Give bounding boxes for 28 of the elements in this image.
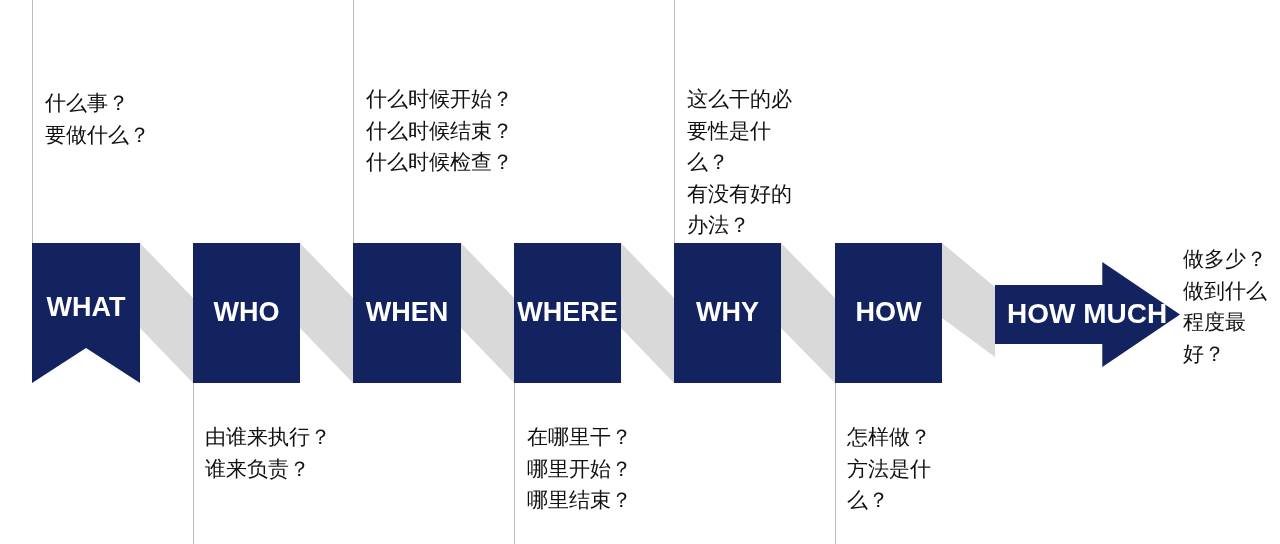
ribbon-connector <box>621 243 674 383</box>
ribbon-connector <box>942 243 995 357</box>
ribbon-connector <box>140 243 193 383</box>
question-text: 怎样做？ <box>847 424 932 451</box>
question-text: 什么时候结束？ <box>366 117 514 145</box>
question-text: 做多少？ <box>1183 246 1268 273</box>
question-text: 有没有好的办法？ <box>687 180 793 239</box>
process-box: WHEN <box>353 243 461 383</box>
question-text: 做到什么程度最好？ <box>1183 277 1268 368</box>
question-text: 什么事？ <box>45 90 130 117</box>
question-text: 什么时候检查？ <box>366 149 514 176</box>
question-text: 在哪里干？ <box>527 424 633 451</box>
ribbon-connector <box>461 243 514 383</box>
question-text: 方法是什么？ <box>847 455 932 514</box>
process-box: WHO <box>193 243 300 383</box>
question-text: 哪里开始？ <box>527 455 633 483</box>
question-text: 由谁来执行？ <box>205 424 332 451</box>
question-text: 要做什么？ <box>45 121 151 149</box>
process-box: WHERE <box>514 243 621 383</box>
question-text: 谁来负责？ <box>205 455 311 483</box>
bookmark-box: WHAT <box>32 243 140 383</box>
ribbon-connector <box>781 243 835 383</box>
question-text: 这么干的必要性是什么？ <box>687 86 793 176</box>
process-box: HOW <box>835 243 942 383</box>
ribbon-connector <box>300 243 353 383</box>
question-text: 哪里结束？ <box>527 487 633 514</box>
process-box: WHY <box>674 243 781 383</box>
question-text: 什么时候开始？ <box>366 86 514 113</box>
